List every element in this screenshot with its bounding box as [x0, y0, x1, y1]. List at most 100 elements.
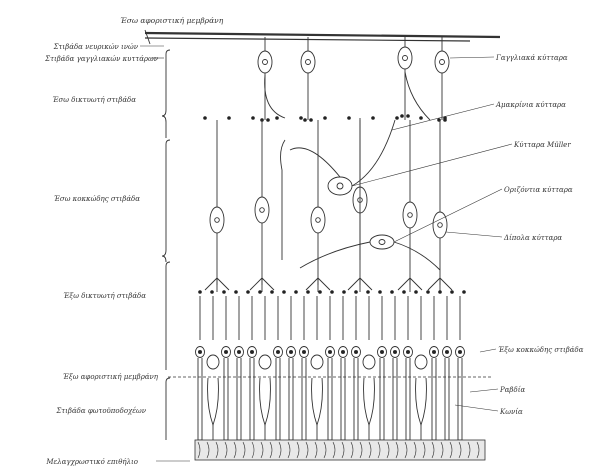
- synapse-dot: [426, 290, 430, 294]
- rod-nucleolus: [393, 350, 396, 353]
- bipolar-fan: [348, 278, 372, 292]
- cone-nucleus: [207, 355, 219, 369]
- synapse-dot: [318, 290, 322, 294]
- amacrine-nucleus: [337, 183, 343, 189]
- synapse-dot: [246, 290, 250, 294]
- rod-segment: [328, 358, 332, 440]
- cone-segment: [364, 378, 375, 425]
- cone-nucleus: [415, 355, 427, 369]
- synapse-dot: [342, 290, 346, 294]
- bipolar-nucleus: [408, 213, 413, 218]
- rod-segment: [380, 358, 384, 440]
- bracket-inner-plexiform: [162, 50, 170, 138]
- diagram-title: Έσω αφοριστική μεμβράνη: [120, 16, 223, 25]
- synapse-dot: [347, 116, 351, 120]
- leader-cones: [455, 405, 498, 411]
- label-pigment-epithelium: Μελαγχρωστικό επιθήλιο: [46, 458, 138, 467]
- label-amacrine-cells: Αμακρίνια κύτταρα: [496, 101, 566, 110]
- rod-nucleolus: [224, 350, 227, 353]
- rod-nucleolus: [380, 350, 383, 353]
- rod-segment: [445, 358, 449, 440]
- synapse-dot: [234, 290, 238, 294]
- synapse-dot: [390, 290, 394, 294]
- synapse-dot: [299, 116, 303, 120]
- label-inner-plexiform: Έσω δικτυωτή στιβάδα: [52, 96, 136, 105]
- label-inner-nuclear: Έσω κοκκώδης στιβάδα: [54, 195, 140, 204]
- rod-nucleolus: [237, 350, 240, 353]
- label-horizontal-cells: Οριζόντια κύτταρα: [504, 186, 573, 195]
- rod-segment: [237, 358, 241, 440]
- synapse-dot: [402, 290, 406, 294]
- cone-segment: [260, 378, 271, 425]
- rod-nucleolus: [250, 350, 253, 353]
- rod-segment: [354, 358, 358, 440]
- rod-segment: [406, 358, 410, 440]
- cone-segment: [416, 378, 427, 425]
- rod-nucleolus: [341, 350, 344, 353]
- label-outer-limiting: Έξω αφοριστική μεμβράνη: [63, 373, 158, 382]
- ganglion-nucleus: [403, 56, 408, 61]
- synapse-dot: [330, 290, 334, 294]
- bipolar-fan: [398, 278, 422, 292]
- synapse-dot: [251, 116, 255, 120]
- rod-segment: [302, 358, 306, 440]
- ganglion-nucleus: [440, 60, 445, 65]
- horizontal-process: [394, 242, 440, 270]
- synapse-dot: [378, 290, 382, 294]
- label-cones: Κωνία: [500, 408, 523, 417]
- label-muller-cells: Κύτταρα Müller: [514, 141, 571, 150]
- synapse-dot: [258, 290, 262, 294]
- rod-segment: [224, 358, 228, 440]
- synapse-dot: [266, 118, 270, 122]
- synapse-dot: [419, 116, 423, 120]
- synapse-dot: [210, 290, 214, 294]
- synapse-dot: [354, 290, 358, 294]
- rod-nucleolus: [198, 350, 201, 353]
- synapse-dot: [282, 290, 286, 294]
- synapse-dot: [275, 116, 279, 120]
- rod-segment: [458, 358, 462, 440]
- cone-segment: [208, 378, 219, 425]
- rod-nucleolus: [276, 350, 279, 353]
- rod-segment: [393, 358, 397, 440]
- ganglion-nucleus: [306, 60, 311, 65]
- leader-ganglion-cells: [450, 57, 494, 58]
- synapse-dot: [366, 290, 370, 294]
- inner-limiting-membrane: [145, 33, 500, 37]
- ganglion-nucleus: [263, 60, 268, 65]
- cone-nucleus: [363, 355, 375, 369]
- rod-segment: [276, 358, 280, 440]
- rod-nucleolus: [289, 350, 292, 353]
- synapse-dot: [203, 116, 207, 120]
- synapse-dot: [414, 290, 418, 294]
- bracket-inner-nuclear: [162, 140, 170, 262]
- synapse-dot: [323, 116, 327, 120]
- synapse-dot: [438, 290, 442, 294]
- horizontal-nucleus: [379, 240, 385, 245]
- rod-segment: [341, 358, 345, 440]
- rod-nucleolus: [328, 350, 331, 353]
- bipolar-nucleus: [438, 223, 443, 228]
- rod-segment: [250, 358, 254, 440]
- rod-segment: [432, 358, 436, 440]
- bipolar-fan: [306, 278, 330, 292]
- label-ganglion-cell-layer: Στιβάδα γαγγλιακών κυττάρων: [45, 55, 158, 64]
- rod-segment: [289, 358, 293, 440]
- cone-nucleus: [311, 355, 323, 369]
- label-ganglion-cells: Γαγγλιακά κύτταρα: [496, 54, 568, 63]
- synapse-dot: [309, 118, 313, 122]
- bipolar-nucleus: [316, 218, 321, 223]
- rod-nucleolus: [354, 350, 357, 353]
- rod-nucleolus: [406, 350, 409, 353]
- bipolar-nucleus: [215, 218, 220, 223]
- synapse-dot: [406, 114, 410, 118]
- label-outer-nuclear: Έξω κοκκώδης στιβάδα: [498, 346, 583, 355]
- bracket-photoreceptor: [166, 378, 170, 440]
- label-outer-plexiform: Έξω δικτυωτή στιβάδα: [63, 292, 146, 301]
- synapse-dot: [462, 290, 466, 294]
- synapse-dot: [198, 290, 202, 294]
- cone-segment: [312, 378, 323, 425]
- label-photoreceptor-layer: Στιβάδα φωτοϋποδοχέων: [56, 407, 146, 416]
- rod-segment: [198, 358, 202, 440]
- synapse-dot: [303, 118, 307, 122]
